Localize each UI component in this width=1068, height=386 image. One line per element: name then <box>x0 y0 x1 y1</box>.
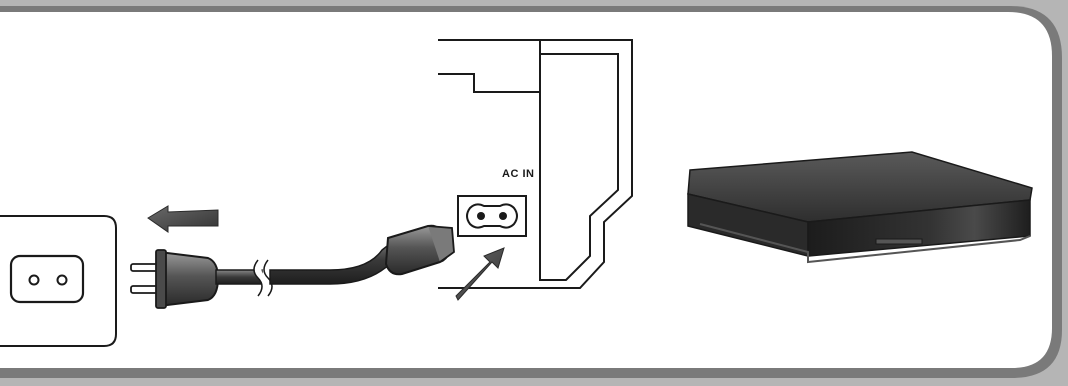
power-plug-icon <box>130 249 220 309</box>
unplug-direction-arrow-icon <box>147 205 219 233</box>
insert-direction-arrow-icon <box>455 247 505 301</box>
connector-head <box>384 224 455 276</box>
power-cord <box>215 234 409 299</box>
ac-inlet-socket-icon <box>457 195 527 237</box>
device-rear-panel <box>438 39 633 289</box>
device-box-icon <box>687 151 1033 264</box>
ac-in-label: AC IN <box>502 168 534 180</box>
wall-outlet-icon <box>0 215 117 347</box>
